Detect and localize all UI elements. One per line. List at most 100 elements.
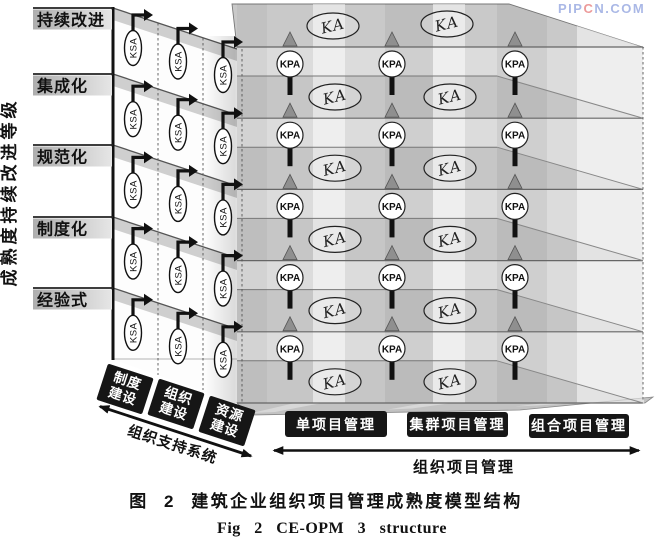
ka-ellipse: [308, 297, 362, 325]
kpa-circle: [378, 264, 406, 292]
ksa-ellipse: [168, 43, 188, 80]
ksa-arrow: [221, 325, 235, 345]
ksa-arrowhead-icon: [144, 9, 153, 21]
pm-box-label: 单项目管理: [296, 417, 376, 433]
ksa-arrow: [176, 169, 190, 189]
ka-ellipse: [423, 225, 477, 253]
ka-ellipse: [308, 154, 362, 182]
stripe-light: [313, 4, 345, 403]
kpa-node: KPA: [501, 102, 529, 167]
ksa-arrow: [176, 311, 190, 332]
ka-ellipse: [423, 297, 477, 325]
ksa-arrow: [131, 155, 145, 176]
kpa-up-arrow-icon: [384, 244, 400, 261]
ksa-arrowhead-icon: [189, 307, 198, 320]
ka-ellipse: [423, 154, 477, 182]
kpa-label: KPA: [382, 131, 402, 142]
ka-node: KA: [308, 368, 362, 396]
kpa-node: KPA: [276, 31, 304, 95]
ksa-node: KSA: [168, 236, 198, 294]
floor-recede-edge: [496, 146, 644, 190]
support-box-bg: [96, 364, 154, 414]
ksa-label: KSA: [174, 122, 185, 143]
kpa-node: KPA: [378, 173, 406, 238]
ka-ellipse: [308, 225, 362, 253]
maturity-level-label: 规范化: [37, 148, 88, 167]
ka-label: KA: [320, 299, 349, 323]
kpa-node: KPA: [276, 173, 304, 238]
ksa-label: KSA: [174, 193, 185, 214]
pm-box-bg: [529, 414, 629, 438]
watermark: PIPCN.COM: [558, 1, 645, 16]
pm-level-box: 组合项目管理: [529, 414, 629, 438]
kpa-stem: [512, 290, 518, 309]
kpa-circle: [276, 121, 304, 149]
kpa-up-arrow-icon: [282, 315, 298, 332]
ka-label: KA: [435, 85, 464, 109]
kpa-stem: [389, 148, 395, 167]
pm-level-box: 集群项目管理: [407, 412, 508, 437]
bottom-slab-stripe: [388, 403, 452, 410]
ka-node: KA: [306, 12, 360, 40]
kpa-stem: [512, 77, 518, 95]
kpa-up-arrow-icon: [282, 31, 298, 47]
ksa-label: KSA: [129, 38, 140, 59]
ka-label: KA: [435, 157, 464, 181]
floor-recede-edge: [496, 75, 644, 119]
ksa-ellipse: [213, 127, 233, 165]
ksa-node: KSA: [123, 222, 153, 280]
pm-box-bg: [407, 412, 508, 437]
ksa-arrow: [131, 84, 145, 105]
ka-ellipse: [420, 10, 474, 38]
kpa-stem: [389, 77, 395, 95]
ksa-ellipse: [213, 341, 233, 378]
kpa-circle: [501, 264, 529, 292]
kpa-circle: [378, 335, 406, 363]
kpa-circle: [276, 50, 304, 78]
pm-box-label: 组合项目管理: [531, 418, 627, 434]
ksa-arrowhead-icon: [234, 107, 243, 120]
kpa-stem: [512, 148, 518, 167]
kpa-node: KPA: [378, 315, 406, 380]
maturity-level-label: 制度化: [37, 220, 88, 239]
ksa-node: KSA: [123, 151, 153, 209]
kpa-circle: [276, 192, 304, 220]
ksa-arrow: [221, 40, 235, 60]
kpa-circle: [378, 192, 406, 220]
watermark-part: N.COM: [594, 1, 645, 16]
kpa-node: KPA: [378, 244, 406, 309]
ka-node: KA: [423, 225, 477, 253]
caption-zh: 图 2 建筑企业组织项目管理成熟度模型结构: [129, 491, 522, 511]
floor-lines: [237, 46, 644, 404]
kpa-nodes: KPAKPAKPAKPAKPAKPAKPAKPAKPAKPAKPAKPAKPAK…: [276, 31, 529, 380]
kpa-circle: [501, 50, 529, 78]
kpa-circle: [378, 121, 406, 149]
kpa-circle: [276, 335, 304, 363]
maturity-level-band: 经验式: [33, 287, 113, 310]
kpa-up-arrow-icon: [507, 315, 523, 332]
ka-node: KA: [308, 225, 362, 253]
ksa-arrowhead-icon: [189, 93, 198, 106]
ksa-arrow: [176, 26, 190, 47]
kpa-up-arrow-icon: [282, 173, 298, 189]
pm-axis-label: 组织项目管理: [413, 458, 515, 476]
stripe-light: [577, 4, 644, 403]
watermark-part: C: [583, 1, 594, 16]
kpa-label: KPA: [505, 273, 525, 284]
kpa-label: KPA: [382, 60, 402, 71]
kpa-circle: [378, 50, 406, 78]
ksa-node: KSA: [213, 249, 243, 307]
kpa-label: KPA: [382, 344, 402, 355]
kpa-stem: [287, 148, 293, 167]
ksa-label: KSA: [174, 265, 185, 286]
ksa-node: KSA: [123, 293, 153, 351]
ksa-arrowhead-icon: [234, 320, 243, 333]
ka-node: KA: [420, 10, 474, 38]
ksa-node: KSA: [213, 107, 243, 165]
ksa-arrowhead-icon: [144, 222, 153, 235]
kpa-label: KPA: [280, 131, 300, 142]
stripe-light: [433, 4, 465, 403]
